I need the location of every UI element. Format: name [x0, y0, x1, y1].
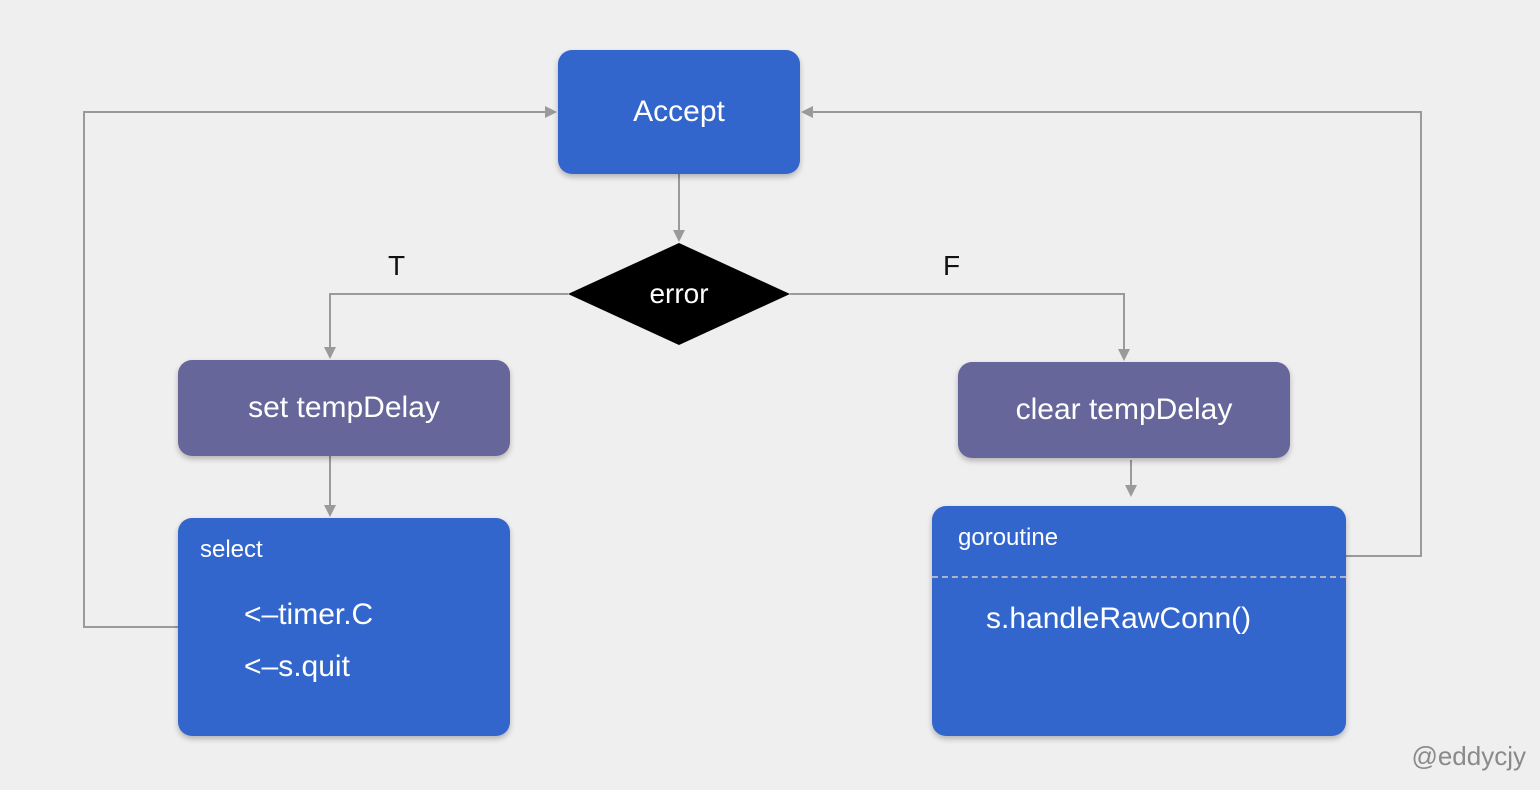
error-decision-label: error [649, 278, 709, 309]
clear-temp-delay-label: clear tempDelay [1015, 393, 1233, 426]
connector-error-true-branch [324, 293, 568, 359]
set-temp-delay-label: set tempDelay [248, 391, 440, 424]
select-node: select <–timer.C <–s.quit [178, 518, 510, 736]
select-case-timer: <–timer.C [244, 598, 374, 631]
goroutine-divider [932, 576, 1346, 578]
true-branch-label: T [388, 250, 406, 281]
connector-error-false-branch [790, 293, 1130, 361]
error-decision-label-wrap: error [568, 243, 790, 345]
false-branch-label: F [943, 250, 961, 281]
goroutine-node: goroutine s.handleRawConn() [932, 506, 1346, 736]
author-watermark: @eddycjy [1411, 741, 1526, 771]
accept-node: Accept [558, 50, 800, 174]
error-decision-diamond [568, 243, 790, 345]
accept-label: Accept [633, 95, 725, 128]
connector-select-loop-back [83, 106, 557, 628]
clear-temp-delay-node: clear tempDelay [958, 362, 1290, 458]
select-header: select [200, 536, 263, 563]
goroutine-header: goroutine [958, 524, 1059, 551]
set-temp-delay-node: set tempDelay [178, 360, 510, 456]
handle-raw-conn-call: s.handleRawConn() [986, 602, 1252, 635]
select-case-quit: <–s.quit [244, 650, 350, 683]
connector-goroutine-loop-back [801, 106, 1422, 557]
